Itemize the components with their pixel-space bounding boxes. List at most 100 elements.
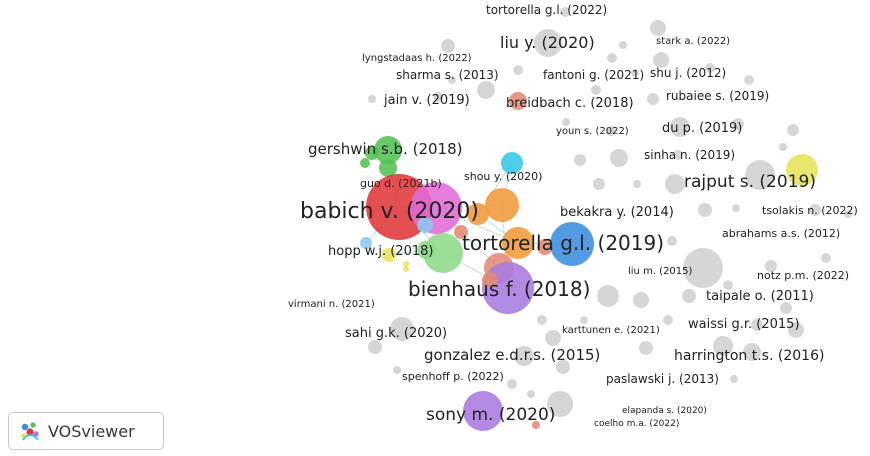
node-label-guo-2021b[interactable]: guo d. (2021b): [360, 177, 442, 190]
node-label-karttunen-2021[interactable]: karttunen e. (2021): [562, 325, 660, 336]
node-label-sharma-2013[interactable]: sharma s. (2013): [396, 68, 499, 82]
node-label-jain-2019[interactable]: jain v. (2019): [383, 93, 470, 108]
network-node-grey[interactable]: [631, 69, 639, 77]
network-node-grey[interactable]: [477, 81, 495, 99]
network-node-grey[interactable]: [779, 143, 787, 151]
network-node-cyan[interactable]: [501, 152, 523, 174]
node-label-shou-2020[interactable]: shou y. (2020): [464, 170, 542, 183]
node-label-gershwin-2018[interactable]: gershwin s.b. (2018): [308, 140, 462, 158]
network-node-grey[interactable]: [713, 336, 733, 356]
network-node-yellow[interactable]: [382, 248, 396, 262]
node-label-tsolakis-2022[interactable]: tsolakis n. (2022): [762, 204, 858, 217]
network-node-orange[interactable]: [502, 227, 534, 259]
network-node-grey[interactable]: [745, 160, 775, 190]
node-label-notz-2022[interactable]: notz p.m. (2022): [757, 269, 849, 282]
node-label-paslawski-2013[interactable]: paslawski j. (2013): [606, 372, 719, 386]
network-node-grey[interactable]: [537, 315, 547, 325]
network-node-grey[interactable]: [393, 366, 401, 374]
node-label-rajput-2019[interactable]: rajput s. (2019): [684, 172, 816, 192]
node-label-gonzalez-2015[interactable]: gonzalez e.d.r.s. (2015): [424, 346, 600, 364]
network-node-grey[interactable]: [368, 340, 382, 354]
node-label-waissi-2015[interactable]: waissi g.r. (2015): [688, 317, 800, 332]
network-node-green[interactable]: [374, 136, 402, 164]
network-node-grey[interactable]: [390, 317, 414, 341]
node-label-spenhoff-2022[interactable]: spenhoff p. (2022): [402, 370, 504, 383]
network-node-lightblue[interactable]: [360, 237, 372, 249]
node-label-hopp-2018[interactable]: hopp w.j. (2018): [328, 244, 434, 259]
network-node-grey[interactable]: [547, 391, 573, 417]
node-label-coelho-2022[interactable]: coelho m.a. (2022): [594, 419, 679, 429]
network-node-grey[interactable]: [780, 302, 792, 314]
network-node-grey[interactable]: [787, 124, 799, 136]
network-node-grey[interactable]: [744, 75, 754, 85]
network-node-grey[interactable]: [743, 343, 761, 361]
node-label-bekakra-2014[interactable]: bekakra y. (2014): [560, 205, 674, 220]
network-node-grey[interactable]: [705, 63, 715, 73]
node-label-sinha-2019[interactable]: sinha n. (2019): [644, 148, 735, 162]
network-node-grey[interactable]: [723, 280, 733, 290]
node-label-virmani-2021[interactable]: virmani n. (2021): [288, 299, 375, 310]
network-node-grey[interactable]: [610, 149, 628, 167]
node-label-sony-2020[interactable]: sony m. (2020): [426, 405, 555, 425]
network-node-grey[interactable]: [663, 315, 673, 325]
network-node-grey[interactable]: [619, 41, 627, 49]
network-node-grey[interactable]: [607, 53, 617, 63]
node-label-du-2019[interactable]: du p. (2019): [662, 121, 742, 136]
network-node-grey[interactable]: [765, 260, 777, 272]
network-node-salmon[interactable]: [482, 272, 498, 288]
network-node-lightgreen[interactable]: [417, 241, 435, 259]
network-node-grey[interactable]: [732, 204, 740, 212]
network-node-orange[interactable]: [485, 188, 519, 222]
network-node-green[interactable]: [379, 159, 397, 177]
network-node-yellow[interactable]: [786, 154, 818, 186]
network-node-salmon[interactable]: [454, 225, 468, 239]
node-label-shu-2012[interactable]: shu j. (2012): [650, 66, 726, 80]
network-node-grey[interactable]: [809, 204, 821, 216]
network-node-grey[interactable]: [591, 85, 601, 95]
node-label-babich-2020[interactable]: babich v. (2020): [300, 199, 479, 224]
network-node-grey[interactable]: [788, 322, 804, 338]
node-label-sahi-2020[interactable]: sahi g.k. (2020): [345, 326, 447, 341]
network-node-grey[interactable]: [597, 285, 619, 307]
network-node-grey[interactable]: [513, 65, 523, 75]
network-node-grey[interactable]: [534, 29, 562, 57]
node-label-harrington-2016[interactable]: harrington t.s. (2016): [674, 348, 824, 364]
network-node-grey[interactable]: [647, 93, 659, 105]
network-node-grey[interactable]: [574, 154, 586, 166]
network-node-grey[interactable]: [593, 178, 605, 190]
network-node-grey[interactable]: [698, 203, 712, 217]
node-label-liu-m-2015[interactable]: liu m. (2015): [628, 266, 693, 277]
network-node-yellow[interactable]: [403, 261, 409, 267]
node-label-bienhaus-2018[interactable]: bienhaus f. (2018): [408, 277, 590, 301]
network-node-lightgreen[interactable]: [423, 233, 463, 273]
network-node-green[interactable]: [360, 158, 370, 168]
node-label-fantoni-2021[interactable]: fantoni g. (2021): [543, 68, 644, 82]
network-node-grey[interactable]: [633, 292, 649, 308]
network-node-grey[interactable]: [448, 76, 456, 84]
network-node-grey[interactable]: [527, 390, 535, 398]
network-node-grey[interactable]: [821, 253, 831, 263]
node-label-lyngstadaas-2022[interactable]: lyngstadaas h. (2022): [362, 53, 472, 64]
node-label-abrahams-2012[interactable]: abrahams a.s. (2012): [722, 227, 840, 240]
network-node-grey[interactable]: [560, 7, 570, 17]
network-node-grey[interactable]: [433, 92, 443, 102]
node-label-elapanda-2020[interactable]: elapanda s. (2020): [622, 406, 707, 416]
network-node-grey[interactable]: [441, 39, 455, 53]
node-label-tortorella-2022[interactable]: tortorella g.l. (2022): [486, 3, 607, 17]
network-node-grey[interactable]: [650, 20, 666, 36]
network-node-grey[interactable]: [639, 341, 653, 355]
node-label-taipale-2011[interactable]: taipale o. (2011): [706, 289, 814, 304]
network-node-grey[interactable]: [606, 126, 616, 136]
network-node-lightblue[interactable]: [417, 217, 433, 233]
network-node-salmon[interactable]: [537, 239, 553, 255]
network-node-blue[interactable]: [550, 222, 594, 266]
network-node-grey[interactable]: [507, 379, 517, 389]
network-node-grey[interactable]: [732, 118, 744, 130]
network-node-grey[interactable]: [633, 180, 641, 188]
network-node-grey[interactable]: [670, 117, 690, 137]
network-node-grey[interactable]: [673, 150, 683, 160]
network-node-grey[interactable]: [545, 330, 561, 346]
network-node-grey[interactable]: [580, 316, 588, 324]
node-label-stark-2022[interactable]: stark a. (2022): [656, 36, 730, 47]
